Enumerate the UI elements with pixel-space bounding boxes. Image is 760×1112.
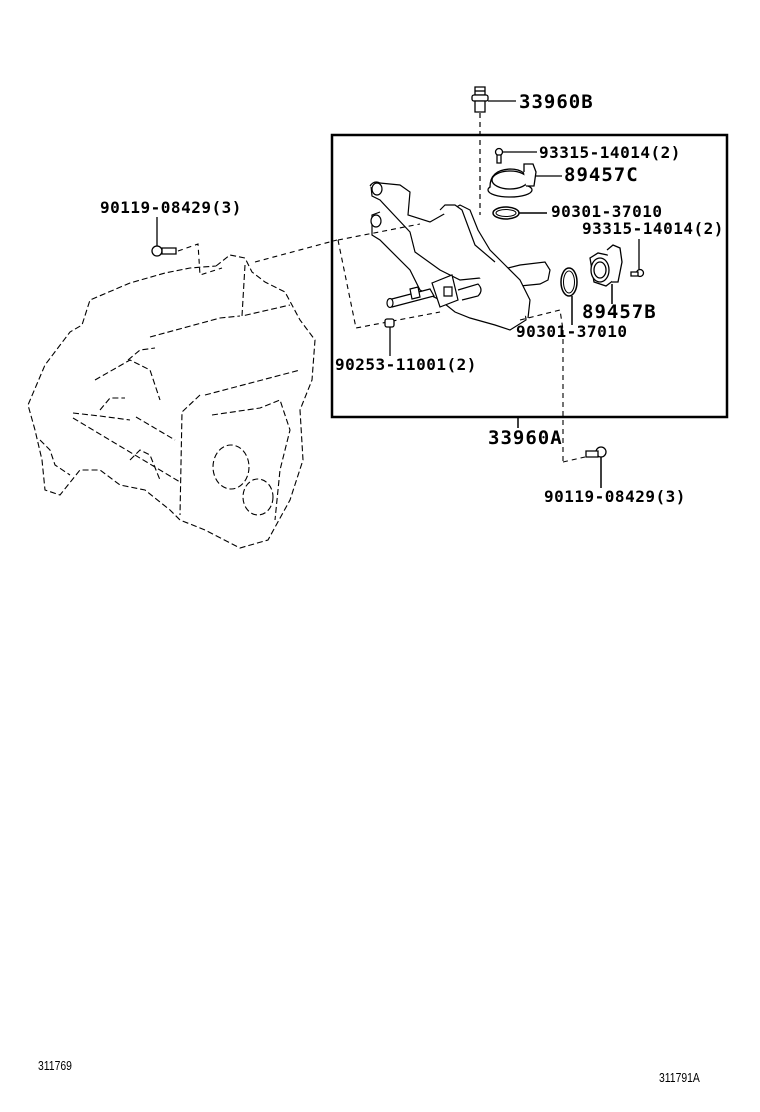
screw-right-icon — [631, 270, 644, 277]
screw-upper-icon — [496, 149, 503, 164]
assembly-box — [332, 135, 727, 417]
sensor-89457C-icon — [488, 164, 536, 197]
callout-90119-08429-lower[interactable]: 90119-08429(3) — [544, 487, 686, 506]
transmission-case-icon — [28, 255, 315, 548]
callout-89457C[interactable]: 89457C — [564, 164, 639, 186]
o-ring-upper-icon — [493, 207, 519, 219]
callout-90119-08429-left[interactable]: 90119-08429(3) — [100, 198, 242, 217]
callout-33960B[interactable]: 33960B — [519, 91, 594, 113]
shift-housing-icon — [370, 182, 550, 330]
sensor-89457B-icon — [590, 245, 622, 286]
bolt-lower-icon — [586, 447, 606, 457]
callout-33960A[interactable]: 33960A — [488, 427, 563, 449]
callout-90301-37010-lower[interactable]: 90301-37010 — [516, 322, 628, 341]
footer-ref-left: 311769 — [38, 1058, 72, 1073]
dashed-to-bolt-lower — [563, 457, 585, 462]
footer-ref-right: 311791A — [659, 1070, 700, 1085]
dashed-frame-housing — [338, 224, 440, 328]
bolt-33960B-icon — [472, 87, 488, 112]
pin-icon — [385, 319, 394, 327]
dashed-case-to-housing — [255, 240, 337, 262]
dashed-bolt-left — [178, 244, 222, 275]
callout-90301-37010-upper[interactable]: 90301-37010 — [551, 202, 663, 221]
callout-89457B[interactable]: 89457B — [582, 301, 657, 323]
callout-93315-14014-right[interactable]: 93315-14014(2) — [582, 219, 724, 238]
o-ring-lower-icon — [561, 268, 577, 296]
callout-93315-14014-upper[interactable]: 93315-14014(2) — [539, 143, 681, 162]
callout-90253-11001[interactable]: 90253-11001(2) — [335, 355, 477, 374]
bolt-left-icon — [152, 246, 176, 256]
dashed-frame-right — [520, 310, 563, 330]
